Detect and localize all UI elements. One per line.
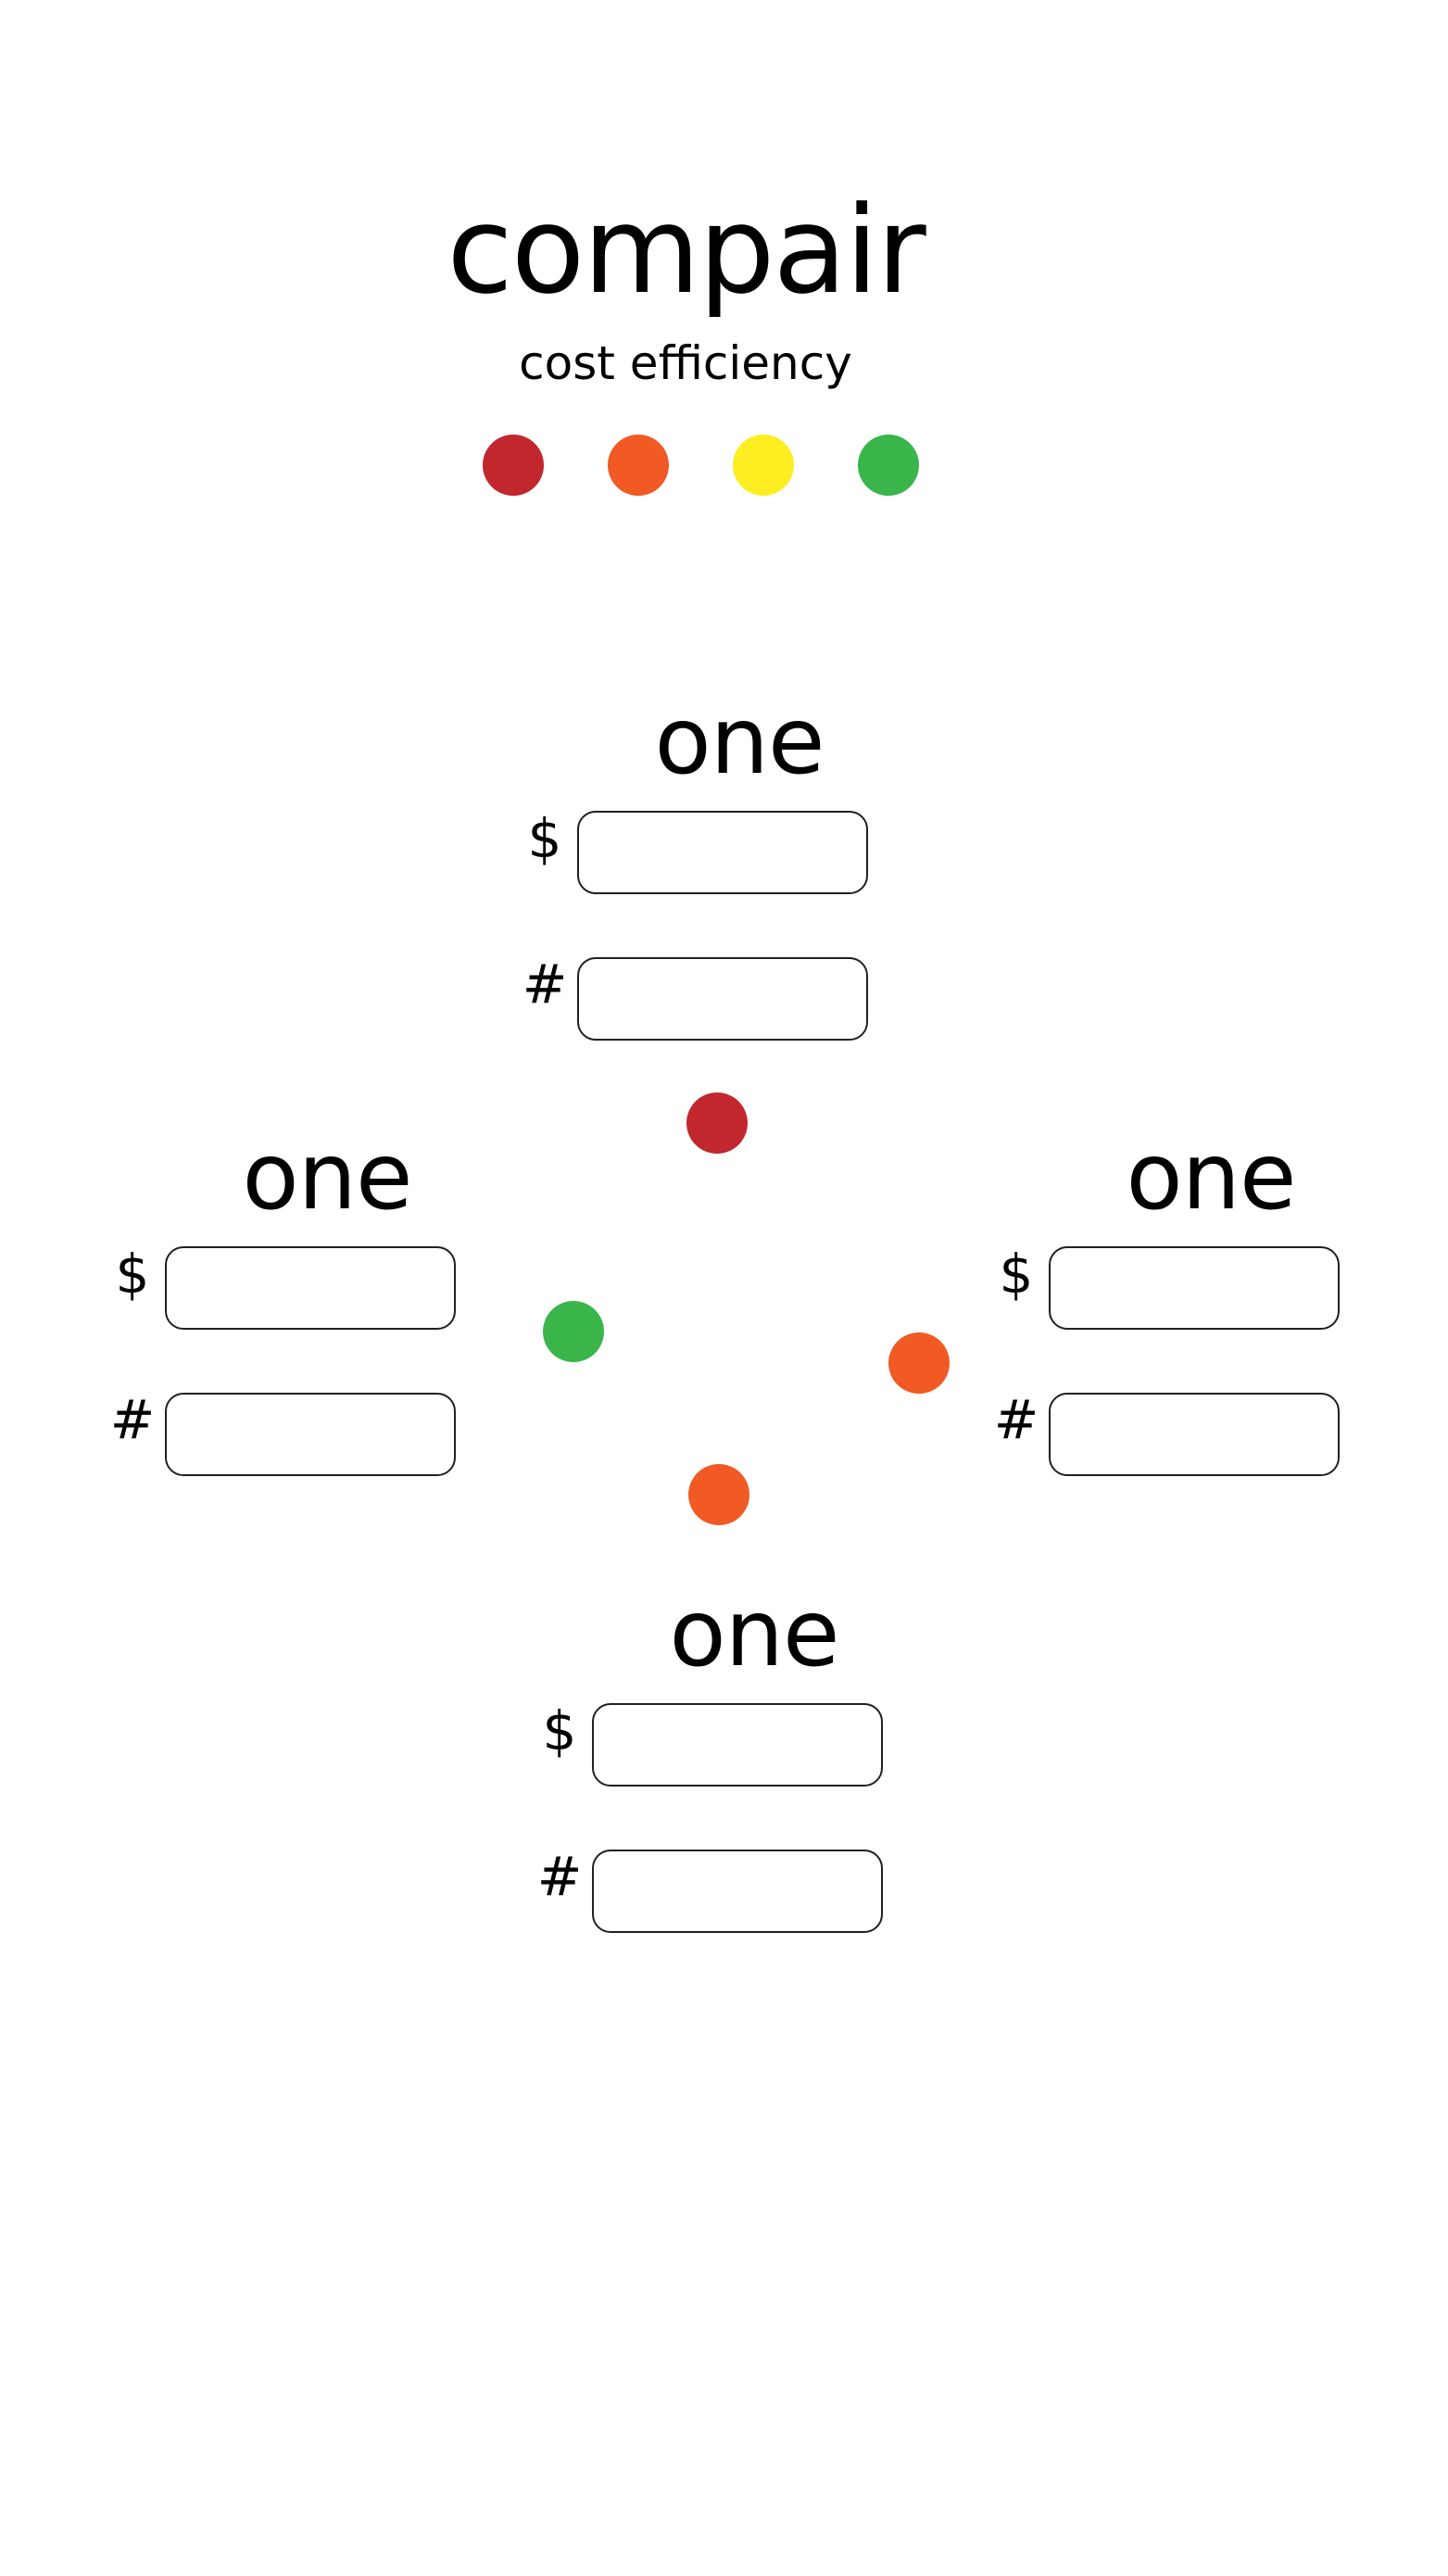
card-bottom-cost-input[interactable] (592, 1703, 883, 1787)
indicator-dot-bottom (688, 1464, 749, 1525)
indicator-dot-right (888, 1332, 950, 1394)
card-top-cost-input[interactable] (577, 811, 868, 894)
card-bottom-cost-label: $ (542, 1699, 577, 1762)
card-left-cost-label: $ (115, 1243, 150, 1306)
card-right-title: one (1126, 1122, 1296, 1231)
card-bottom-count-label: # (536, 1845, 583, 1908)
app-subtitle: cost efficiency (519, 336, 852, 390)
app-title: compair (447, 180, 925, 321)
card-left-cost-input[interactable] (165, 1246, 456, 1330)
card-top-count-input[interactable] (577, 957, 868, 1041)
card-right-count-label: # (993, 1388, 1039, 1451)
legend-dot-green (858, 435, 919, 496)
card-top-title: one (654, 687, 825, 795)
card-bottom-title: one (669, 1579, 839, 1687)
card-top-cost-label: $ (527, 807, 562, 870)
card-right-count-input[interactable] (1049, 1393, 1340, 1476)
card-left-count-input[interactable] (165, 1393, 456, 1476)
card-left-count-label: # (109, 1388, 156, 1451)
card-top-count-label: # (522, 953, 568, 1016)
card-bottom: one $ # (536, 1579, 972, 1933)
legend-dot-yellow (733, 435, 794, 496)
card-top: one $ # (522, 687, 957, 1041)
card-bottom-count-input[interactable] (592, 1850, 883, 1933)
card-right: one $ # (993, 1122, 1429, 1476)
indicator-dot-left (543, 1301, 604, 1362)
legend-dot-red (483, 435, 544, 496)
card-right-cost-label: $ (999, 1243, 1034, 1306)
indicator-dot-top (686, 1092, 748, 1154)
card-left-title: one (242, 1122, 412, 1231)
card-left: one $ # (109, 1122, 545, 1476)
legend-dot-orange (608, 435, 669, 496)
card-right-cost-input[interactable] (1049, 1246, 1340, 1330)
